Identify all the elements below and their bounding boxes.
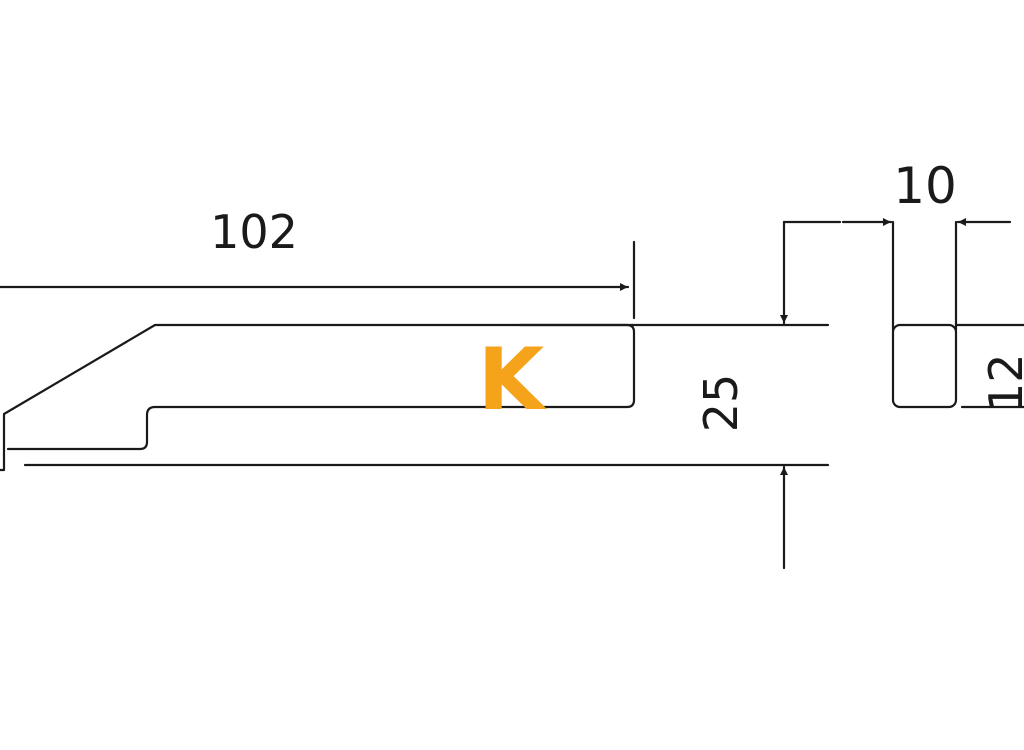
thickness-dimension-label: 12	[979, 353, 1024, 412]
end-view-section	[891, 323, 958, 409]
brand-logo-letter: K	[478, 330, 548, 430]
length-dimension-label: 102	[210, 205, 298, 259]
height-dimension-label: 25	[694, 374, 748, 433]
width-dimension-label: 10	[893, 157, 957, 215]
